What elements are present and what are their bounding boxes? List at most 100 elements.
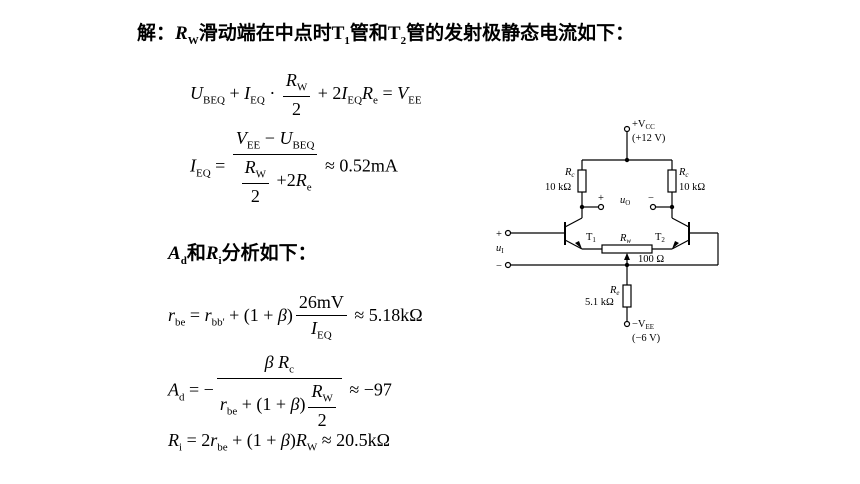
input-minus-label: − bbox=[496, 261, 502, 272]
subhead-a-sub: d bbox=[180, 254, 187, 267]
t2-emitter-arrow bbox=[672, 241, 679, 249]
eq2-den-re-sub: e bbox=[306, 181, 312, 194]
svg-text:T2: T2 bbox=[655, 232, 665, 244]
eq3-frac-den-sub: EQ bbox=[316, 329, 332, 342]
eq3-close: ) bbox=[286, 305, 293, 326]
equation-ri: Ri = 2rbe + (1 + β)RW ≈ 20.5kΩ bbox=[168, 430, 390, 454]
svg-text:−VEE: −VEE bbox=[632, 319, 654, 331]
eq2-num-u: U bbox=[279, 128, 293, 148]
subhead-and: 和 bbox=[186, 243, 206, 264]
eq1-u-sub: BEQ bbox=[203, 94, 225, 107]
svg-text:T1: T1 bbox=[586, 232, 596, 244]
eq5-equals: = 2 bbox=[182, 430, 211, 450]
uo-label: u bbox=[620, 195, 625, 206]
eq1-re-sub: e bbox=[373, 94, 378, 107]
eq4-num-beta: β bbox=[264, 352, 274, 372]
eq2-den-r-sub: W bbox=[255, 168, 267, 181]
eq5-close: ) bbox=[289, 430, 296, 450]
vee-label: −V bbox=[632, 319, 646, 330]
rc-right-value: 10 kΩ bbox=[679, 182, 705, 193]
title-t2: T bbox=[387, 23, 401, 44]
eq5-r-sub: i bbox=[179, 441, 183, 454]
t1-label-sub: 1 bbox=[592, 236, 596, 244]
eq4-den-r-sub: be bbox=[226, 405, 238, 418]
svg-text:uO: uO bbox=[620, 195, 630, 207]
eq4-den-r: r bbox=[219, 394, 227, 415]
eq2-num-v-sub: EE bbox=[246, 139, 261, 152]
eq2-num-u-sub: BEQ bbox=[292, 139, 315, 152]
ui-label: u bbox=[496, 243, 501, 254]
eq2-lhs: I bbox=[190, 155, 196, 176]
re-label-sub: e bbox=[616, 289, 619, 297]
rc-right-resistor bbox=[667, 169, 677, 193]
t2-label: T bbox=[655, 232, 662, 243]
eq1-plus: + bbox=[225, 83, 245, 104]
eq5-beta: β bbox=[280, 430, 290, 450]
eq1-i2: I bbox=[341, 83, 348, 104]
eq4-a-sub: d bbox=[179, 391, 185, 404]
eq1-i: I bbox=[244, 83, 251, 104]
title-t1-sub: 1 bbox=[344, 34, 350, 47]
eq3-r-sub: be bbox=[175, 316, 186, 329]
eq5-result: ≈ 20.5kΩ bbox=[317, 430, 391, 450]
eq1-dot: · bbox=[264, 83, 280, 104]
t2-label-sub: 2 bbox=[661, 236, 665, 244]
eq4-inner-num: R bbox=[311, 381, 323, 402]
eq1-re: R bbox=[362, 83, 374, 104]
svg-text:Re: Re bbox=[609, 285, 620, 297]
eq4-den-close: ) bbox=[299, 394, 306, 415]
rw-value: 100 Ω bbox=[638, 254, 664, 265]
eq2-num-minus: − bbox=[260, 128, 280, 148]
differential-amplifier-circuit: +VCC (+12 V) Rc 10 kΩ Rc 10 kΩ + − uO + … bbox=[496, 119, 719, 344]
eq5-r2: r bbox=[210, 430, 218, 450]
subhead-r-sub: i bbox=[218, 254, 222, 267]
eq1-i-sub: EQ bbox=[250, 94, 265, 107]
eq4-num-r-sub: c bbox=[289, 363, 295, 376]
eq1-i2-sub: EQ bbox=[347, 94, 363, 107]
uo-label-sub: O bbox=[625, 199, 630, 207]
eq4-result: ≈ −97 bbox=[344, 379, 392, 400]
input-minus-terminal bbox=[504, 261, 512, 269]
eq1-vee: V bbox=[397, 83, 409, 104]
eq4-a: A bbox=[168, 379, 179, 400]
rc-left-label: R bbox=[564, 167, 572, 178]
eq5-plus: + (1 + bbox=[227, 430, 281, 450]
eq3-r2-sub: bb' bbox=[211, 316, 225, 329]
eq3-plus: + (1 + bbox=[224, 305, 278, 326]
vcc-value: (+12 V) bbox=[632, 133, 666, 144]
title-rw-sub: W bbox=[187, 34, 199, 47]
eq4-den-plus: + (1 + bbox=[237, 394, 291, 415]
title-prefix: 解： bbox=[137, 23, 176, 44]
eq3-result: ≈ 5.18kΩ bbox=[349, 305, 423, 326]
svg-text:Rc: Rc bbox=[564, 167, 575, 179]
vcc-label: +V bbox=[632, 119, 646, 130]
rw-wiper-arrow bbox=[624, 253, 630, 260]
eq5-r2-sub: be bbox=[217, 441, 228, 454]
rw-potentiometer bbox=[601, 244, 653, 254]
eq2-lhs-sub: EQ bbox=[196, 167, 211, 180]
svg-text:+VCC: +VCC bbox=[632, 119, 655, 131]
vee-terminal bbox=[623, 320, 631, 328]
t1-emitter-arrow bbox=[575, 241, 582, 249]
svg-text:Rc: Rc bbox=[678, 167, 689, 179]
rc-left-value: 10 kΩ bbox=[545, 182, 571, 193]
eq4-den-beta: β bbox=[290, 394, 300, 415]
output-plus-label: + bbox=[598, 193, 604, 204]
eq4-inner-den: 2 bbox=[317, 410, 327, 431]
eq1-frac-num: R bbox=[285, 70, 297, 90]
subhead-tail: 分析如下： bbox=[221, 243, 317, 264]
title-text2: 管和 bbox=[349, 23, 388, 44]
eq2-result: ≈ 0.52mA bbox=[320, 155, 398, 176]
eq1-equals: = bbox=[377, 83, 398, 104]
vcc-label-sub: CC bbox=[646, 123, 656, 131]
vee-value: (−6 V) bbox=[632, 333, 661, 344]
rc-right-label-sub: c bbox=[685, 171, 689, 179]
title-t2-sub: 2 bbox=[400, 34, 407, 47]
eq2-num-v: V bbox=[235, 128, 247, 148]
